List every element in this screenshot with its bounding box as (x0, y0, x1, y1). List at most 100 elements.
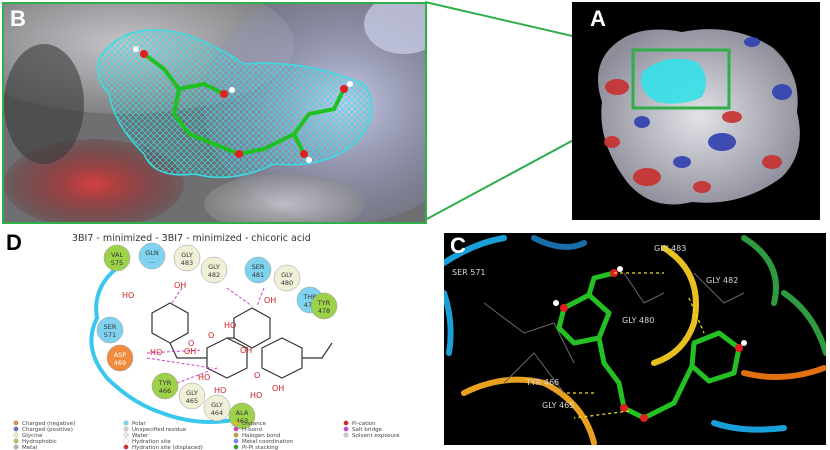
legend-label: Halogen bond (242, 433, 280, 439)
legend-item: Hydrophobic (13, 438, 57, 445)
residue-label: GLY 465 (542, 401, 574, 410)
legend-item: Solvent exposure (343, 432, 400, 439)
atom-label: O (188, 339, 194, 348)
pocket-outline (89, 266, 243, 424)
panel-b-zoomed-pocket: B (2, 2, 427, 224)
residue-bubble (203, 394, 231, 422)
legend-swatch (233, 420, 239, 426)
panel-b-letter: B (10, 6, 26, 31)
residue-name: ASP (114, 351, 127, 359)
hbond-lines (146, 287, 265, 384)
legend-item: Pi-Pi stacking (233, 444, 278, 450)
residue-name: GLN (145, 249, 159, 257)
legend-label: Hydrophobic (22, 439, 57, 445)
legend-label: Solvent exposure (352, 433, 400, 439)
panel-a-letter: A (590, 6, 606, 31)
legend-label: Pi-cation (352, 421, 376, 427)
legend-swatch (123, 426, 129, 432)
residue-number: 478 (318, 307, 330, 315)
residue-bubble (273, 264, 301, 292)
legend-label: Salt bridge (352, 427, 383, 433)
residue-number: 464 (211, 409, 223, 417)
legend-swatch (13, 432, 19, 438)
residue-number: 480 (281, 279, 293, 287)
legend-item: Polar (123, 420, 146, 427)
residue-name: TYR (317, 299, 331, 307)
legend-item: H-bond (233, 426, 262, 433)
residue-bubble (310, 292, 338, 320)
legend-label: Glycine (22, 433, 43, 439)
atom-label: HO (198, 373, 210, 382)
legend-item: Metal coordination (233, 438, 294, 445)
atom-label: OH (272, 384, 284, 393)
legend-item: Water (123, 432, 149, 439)
residue-label: GLY 482 (706, 276, 738, 285)
legend-swatch (13, 426, 19, 432)
legend-label: Metal coordination (242, 439, 294, 445)
legend-item: Metal (13, 444, 38, 450)
residue-name: SER (104, 323, 117, 331)
residue-number: 469 (114, 359, 126, 367)
residue-bubble (138, 242, 166, 270)
residue-number: 463 (236, 417, 248, 425)
residue-name: GLY (181, 251, 193, 259)
residue-bubble (103, 244, 131, 272)
legend-item: Distance (233, 420, 267, 427)
legend-label: Hydration site (132, 439, 171, 445)
legend-swatch (13, 438, 19, 444)
atom-label: HO (214, 386, 226, 395)
legend-item: Glycine (13, 432, 43, 439)
legend-swatch (343, 426, 349, 432)
residue-bubble (200, 256, 228, 284)
legend-item: Charged (negative) (13, 420, 75, 427)
residue-number: 479 (304, 301, 316, 309)
legend-swatch (123, 438, 129, 444)
residue-number: 466 (159, 387, 171, 395)
atom-label: HO (150, 348, 162, 357)
legend-swatch (123, 432, 129, 438)
legend-label: Metal (22, 445, 38, 450)
atom-label: OH (240, 346, 252, 355)
residue-name: ALA (236, 409, 249, 417)
residue-number: 481 (252, 271, 264, 279)
legend-swatch (233, 432, 239, 438)
atom-label: O (254, 371, 260, 380)
atom-label: OH (174, 281, 186, 290)
legend-item: Hydration site (displaced) (123, 444, 203, 450)
residue-name: SER (252, 263, 265, 271)
residue-name: GLY (208, 263, 220, 271)
atom-label: HO (122, 291, 134, 300)
residue-name: GLY (211, 401, 223, 409)
legend-item: Hydration site (123, 438, 171, 445)
legend-label: Polar (132, 421, 146, 427)
legend-label: Distance (242, 421, 267, 427)
legend-label: H-bond (242, 427, 262, 433)
residue-gln-...: GLN... (138, 242, 166, 270)
residue-number: 465 (186, 397, 198, 405)
residue-bubble (151, 372, 179, 400)
residue-number: 482 (208, 271, 220, 279)
residue-bubble (173, 244, 201, 272)
residue-bubble (178, 382, 206, 410)
residue-number: ... (149, 257, 155, 265)
legend-label: Hydration site (displaced) (132, 445, 203, 450)
residue-name: GLY (186, 389, 198, 397)
residue-number: 483 (181, 259, 193, 267)
ligand-skeleton (151, 302, 333, 379)
panel-a-image (572, 2, 820, 220)
residue-bubble (96, 316, 124, 344)
legend-swatch (343, 432, 349, 438)
residue-bubble (244, 256, 272, 284)
residue-name: THR (302, 293, 317, 301)
legend-swatch (233, 444, 239, 450)
panel-a-protein-surface: A (572, 2, 820, 220)
